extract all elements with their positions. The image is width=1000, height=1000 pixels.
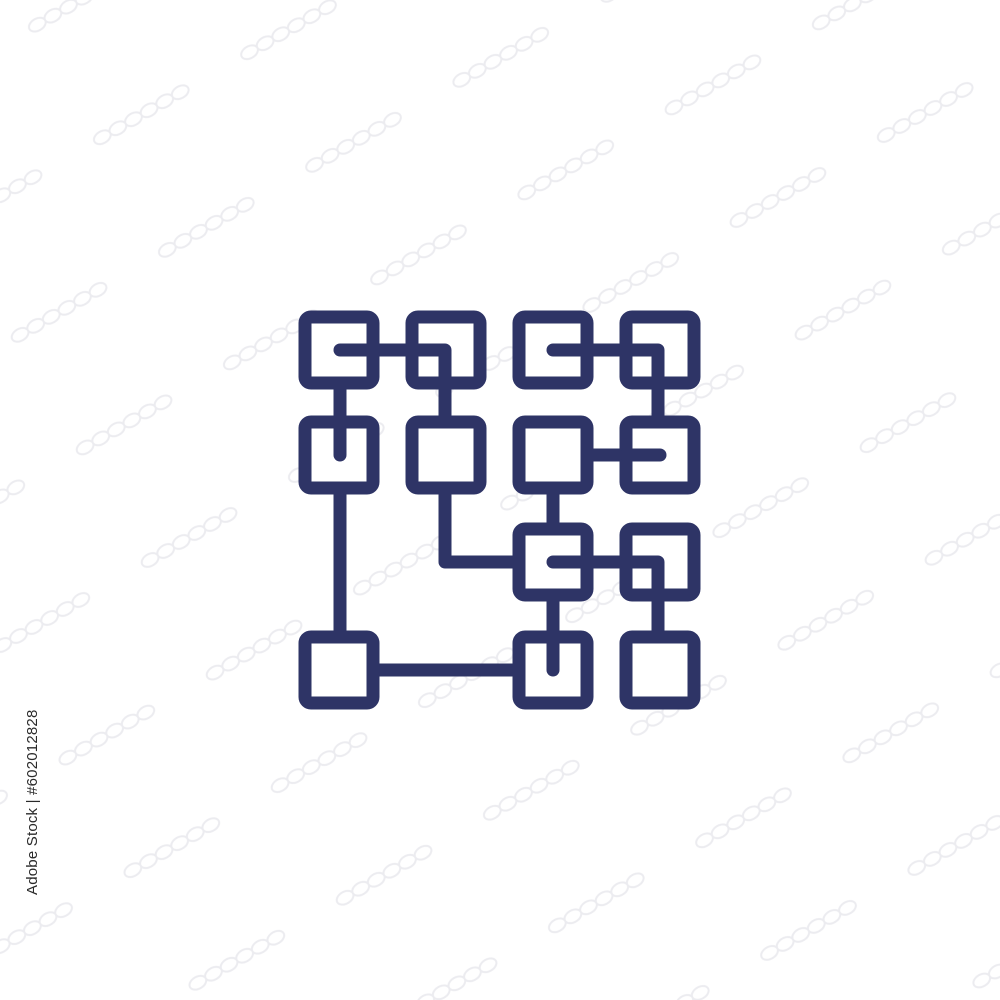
stock-id-label: Adobe Stock | #602012828 bbox=[24, 709, 41, 895]
block bbox=[619, 630, 701, 710]
block bbox=[405, 415, 487, 495]
block bbox=[512, 415, 594, 495]
link-stubs bbox=[333, 343, 667, 677]
block bbox=[298, 630, 380, 710]
connector-lines bbox=[333, 343, 667, 687]
